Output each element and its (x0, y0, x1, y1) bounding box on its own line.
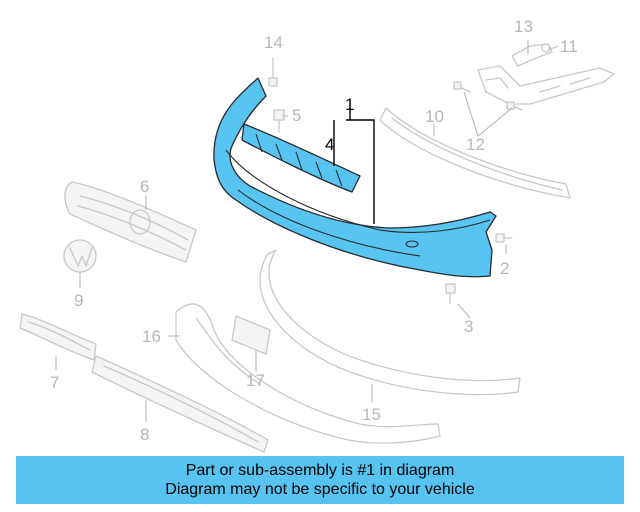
callout-7: 7 (50, 373, 59, 392)
part-6-grille (64, 181, 197, 263)
callout-5: 5 (292, 106, 301, 125)
part-3-bolt (445, 283, 456, 305)
callout-3: 3 (464, 317, 473, 336)
callout-2: 2 (500, 259, 509, 278)
callout-17: 17 (246, 371, 265, 390)
callout-4: 4 (325, 135, 334, 154)
part-11-bracket (477, 65, 615, 105)
callout-16: 16 (142, 327, 161, 346)
callout-10: 10 (425, 107, 444, 126)
part-9-emblem (63, 239, 97, 273)
banner-line-1: Part or sub-assembly is #1 in diagram (185, 462, 455, 479)
part-17-license-bracket (231, 315, 271, 355)
leader-lines (55, 40, 559, 422)
callout-6: 6 (140, 177, 149, 196)
part-5-clip (273, 109, 285, 133)
part-7-lower-grille (19, 313, 97, 361)
callout-9: 9 (74, 291, 83, 310)
callout-15: 15 (362, 405, 381, 424)
part-16-spoiler (175, 303, 441, 444)
part-15-valance (259, 249, 521, 396)
part-4-grille-insert (241, 123, 361, 193)
part-10-reinforcement (379, 107, 571, 199)
callout-13: 13 (514, 17, 533, 36)
callout-11: 11 (560, 37, 578, 56)
parts-diagram: 1 4 14 5 13 11 10 12 6 9 2 3 16 17 7 15 … (19, 17, 615, 453)
callout-8: 8 (140, 425, 149, 444)
part-12-screws (453, 81, 523, 111)
callout-12: 12 (466, 135, 485, 154)
banner-line-2: Diagram may not be specific to your vehi… (165, 481, 475, 498)
part-1-bumper-cover (213, 77, 497, 278)
part-14-bolt (268, 57, 278, 87)
callout-1: 1 (345, 95, 354, 114)
part-13-screw (511, 43, 553, 67)
callout-14: 14 (264, 33, 283, 52)
info-banner: Part or sub-assembly is #1 in diagram Di… (16, 456, 624, 504)
part-2-bolt (495, 233, 513, 243)
part-8-lower-grille (91, 355, 269, 453)
